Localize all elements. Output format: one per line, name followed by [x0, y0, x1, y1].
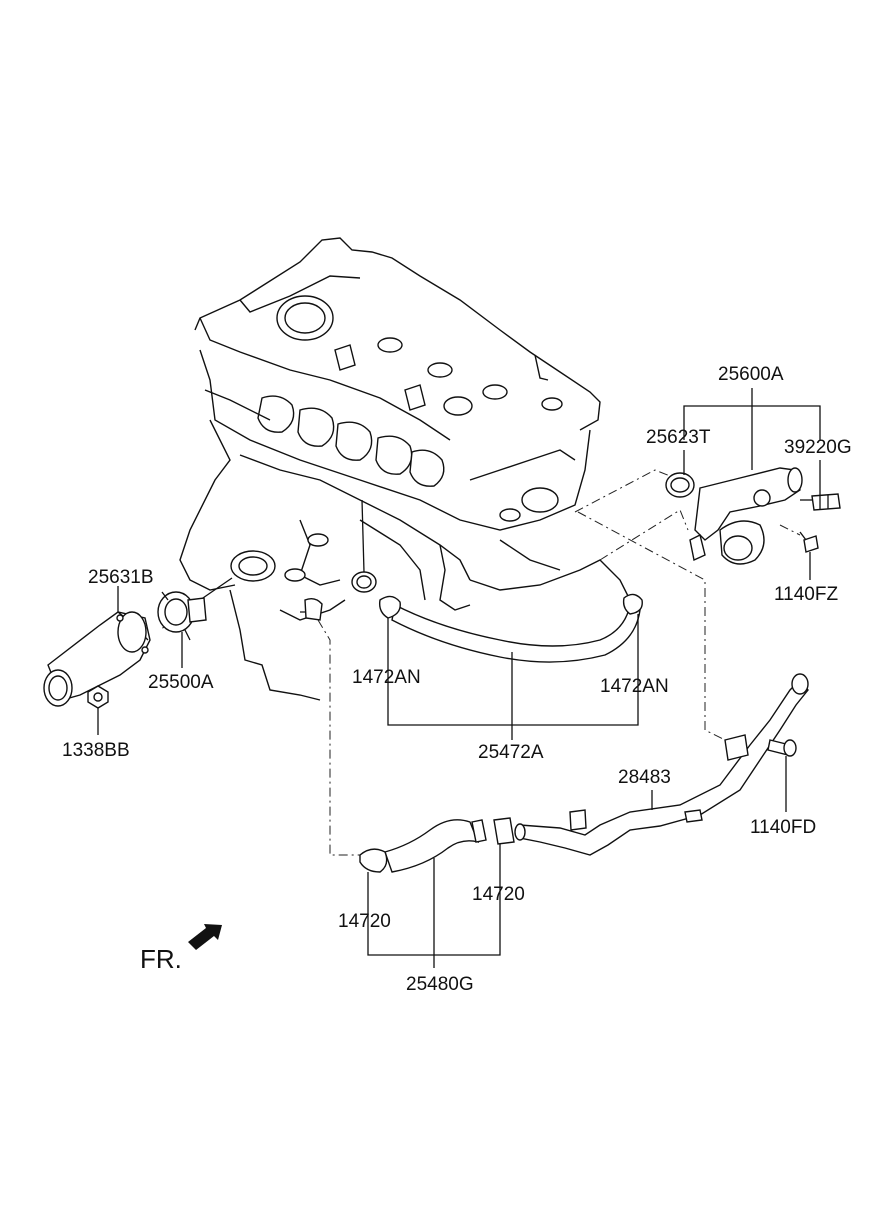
label-1472AN-left: 1472AN: [352, 667, 421, 688]
label-25472A: 25472A: [478, 742, 544, 763]
label-1140FD: 1140FD: [750, 817, 816, 838]
temperature-sensor: [800, 493, 841, 511]
label-25480G: 25480G: [406, 974, 474, 995]
label-25500A: 25500A: [148, 672, 214, 693]
engine-block: [179, 237, 631, 701]
label-25600A: 25600A: [718, 364, 784, 385]
nut: [87, 685, 109, 709]
water-outlet-assembly: [665, 467, 803, 565]
label-28483: 28483: [618, 767, 671, 788]
front-direction-arrow: [188, 924, 222, 950]
label-39220G: 39220G: [784, 437, 852, 458]
label-1140FZ: 1140FZ: [774, 584, 838, 605]
hose-25472A: [378, 593, 643, 663]
label-25631B: 25631B: [88, 567, 154, 588]
bolt-1140FZ: [799, 531, 819, 553]
label-1472AN-right: 1472AN: [600, 676, 669, 697]
label-14720-left: 14720: [338, 911, 391, 932]
label-14720-right: 14720: [472, 884, 525, 905]
assembly-leader-lines: [91, 469, 801, 856]
part-labels: 25600A 25623T 39220G 1140FZ 25631B 25500…: [62, 364, 852, 995]
callout-leaders: [97, 388, 821, 968]
thermostat-housing: [43, 611, 151, 707]
hose-25480G: [359, 817, 515, 873]
pipe-28483: [514, 673, 809, 856]
label-1338BB: 1338BB: [62, 740, 130, 761]
label-25623T: 25623T: [646, 427, 711, 448]
thermostat: [157, 591, 207, 641]
bolt-1140FD: [767, 739, 797, 757]
label-front: FR.: [140, 944, 182, 974]
